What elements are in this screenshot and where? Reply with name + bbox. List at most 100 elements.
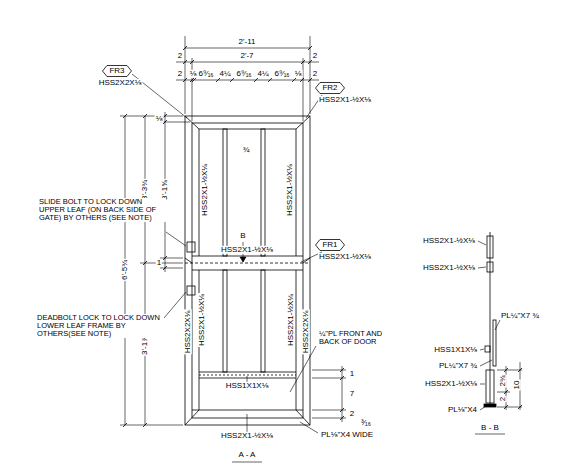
dimension-lines: [176, 80, 319, 81]
pickets: [223, 129, 227, 256]
drawing-label: 2: [177, 70, 183, 78]
drawing-label: A - A: [238, 451, 257, 459]
section-b-b: [506, 366, 507, 410]
drawing-label: 2¾: [499, 374, 507, 387]
pickets: [261, 270, 265, 372]
dimension-ticks: [163, 120, 167, 124]
dimension-ticks: [340, 416, 344, 420]
dimension-ticks: [254, 78, 258, 82]
section-b-b: [486, 370, 494, 403]
tag-text: FR3: [102, 65, 132, 77]
door-frame: [199, 129, 296, 130]
leader-lines: [166, 232, 186, 246]
dimension-ticks: [163, 114, 167, 118]
drawing-label: 4¼: [256, 70, 269, 78]
door-frame: [185, 263, 310, 264]
drawing-label: HSS2X1-½X⅛: [318, 253, 372, 261]
drawing-label: SLIDE BOLT TO LOCK DOWN UPPER LEAF (ON B…: [38, 198, 166, 222]
section-b-b: [478, 267, 486, 268]
dimension-ticks: [183, 46, 187, 50]
drawing-label: HSS2X1-½X⅛: [220, 246, 274, 254]
drawing-label: 2: [177, 52, 183, 60]
section-b-b: [480, 406, 486, 410]
dimension-ticks: [308, 46, 312, 50]
lock-symbols: [187, 242, 195, 252]
dimension-lines: [312, 418, 346, 419]
tag-hexagon: [103, 66, 132, 77]
dimension-lines: [176, 62, 319, 63]
door-frame: [192, 270, 303, 271]
drawing-label: HSS2X1-½X⅛: [286, 163, 294, 217]
drawing-label: HSS1X1X⅛: [433, 346, 478, 354]
section-b-b: [485, 346, 490, 352]
dimension-ticks: [308, 78, 312, 82]
drawing-label: HSS2X1-½X⅛: [198, 293, 206, 347]
drawing-label: ⅛: [189, 70, 198, 78]
dimension-lines: [145, 116, 146, 425]
dimension-lines: [160, 268, 183, 269]
dimension-lines: [342, 366, 343, 422]
dimension-ticks: [216, 78, 220, 82]
drawing-label: HSS2X1-½X⅛: [287, 293, 295, 347]
dimension-lines: [185, 48, 310, 49]
section-b-b: [480, 349, 484, 350]
dimension-lines: [120, 116, 183, 117]
dimension-ticks: [143, 423, 147, 427]
dimension-ticks: [183, 78, 187, 82]
drawing-label: PL¼"X7 ¾: [438, 362, 478, 370]
dimension-ticks: [230, 78, 234, 82]
pickets: [223, 270, 227, 372]
leader-lines: [164, 292, 186, 318]
section-b-b: [480, 360, 492, 366]
drawing-label: DEADBOLT LOCK TO LOCK DOWN LOWER LEAF FR…: [36, 314, 164, 338]
drawing-label: 6⁹⁄₁₆: [273, 70, 290, 78]
drawing-label: B: [239, 232, 246, 240]
drawing-label: HSS1X1X⅛: [225, 382, 270, 390]
drawing-label: 2: [499, 396, 507, 402]
dimension-ticks: [163, 256, 167, 260]
dimension-ticks: [292, 78, 296, 82]
drawing-label: 6⁹⁄₁₆: [197, 70, 214, 78]
door-frame: [185, 116, 310, 425]
bottom-rails: [192, 410, 303, 411]
drawing-label: ¾: [242, 146, 251, 154]
dimension-ticks: [123, 46, 522, 427]
section-b-b: [493, 320, 496, 366]
dimension-ticks: [301, 60, 305, 64]
dimension-ticks: [340, 408, 344, 412]
dimension-lines: [312, 410, 346, 411]
drawing-label: 2: [312, 52, 318, 60]
dimension-ticks: [123, 423, 127, 427]
door-frame: [185, 116, 310, 425]
dimension-ticks: [340, 368, 344, 372]
section-b-b: [478, 241, 486, 245]
drawing-label: 6⁹⁄₁₆: [235, 70, 252, 78]
drawing-label: 2'-7: [239, 52, 254, 60]
tag-text: FR1: [315, 239, 345, 251]
section-b-b: [497, 392, 510, 393]
bottom-rails: [199, 372, 296, 373]
bottom-rails: [192, 372, 303, 410]
drawing-label: HSS2X1-½X⅛: [201, 163, 209, 217]
dimension-ticks: [143, 114, 147, 118]
door-frame: [296, 129, 297, 256]
dimension-lines: [120, 36, 346, 425]
drawing-label: 1: [156, 259, 162, 267]
drawing-label: B - B: [480, 424, 500, 432]
dimension-ticks: [163, 266, 167, 270]
leader-lines: [300, 422, 318, 433]
drawing-label: ³⁄₁₆: [360, 419, 372, 427]
section-b-b: [478, 232, 522, 410]
drawing-label: 2: [349, 410, 355, 418]
lock-symbols: [187, 286, 195, 295]
view-underlines: [475, 434, 505, 435]
drawing-label: 7: [349, 390, 355, 398]
dimension-ticks: [308, 60, 312, 64]
section-b-b: [495, 320, 500, 330]
section-b-b: [484, 404, 496, 407]
drawing-label: 10: [513, 380, 521, 391]
door-frame: [296, 410, 310, 425]
door-frame: [185, 258, 192, 263]
dimension-ticks: [300, 78, 304, 82]
